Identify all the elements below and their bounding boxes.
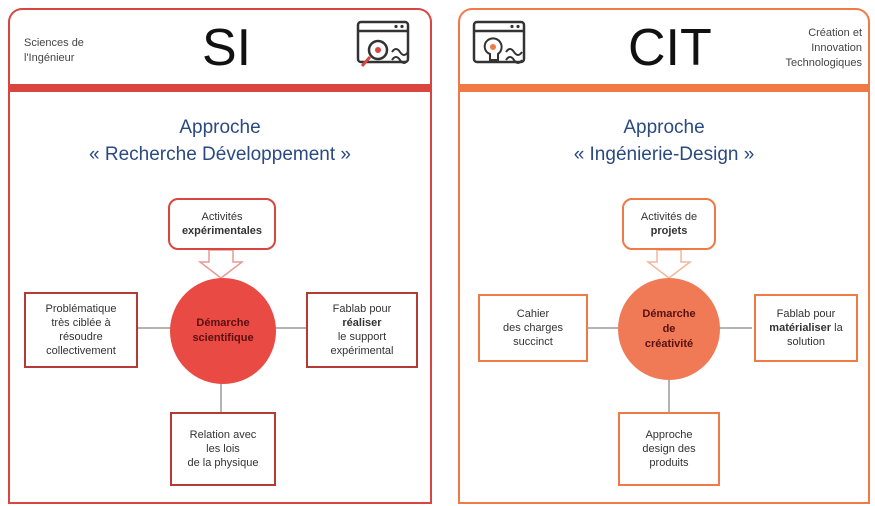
si-right-line: le support (337, 331, 387, 343)
cit-center-circle: Démarche de créativité (618, 278, 720, 380)
si-subtitle-line: Sciences de (24, 37, 84, 49)
si-left-line: résoudre (59, 331, 103, 343)
si-center-line: Démarche (196, 317, 250, 329)
si-bottom-box: Relation avec les lois de la physique (170, 412, 276, 486)
cit-subtitle: Création et Innovation Technologiques (786, 26, 862, 71)
cit-subtitle-line: Innovation (811, 42, 862, 54)
cit-left-line: succinct (513, 336, 553, 348)
si-top-line-bold: expérimentales (181, 225, 263, 237)
cit-header: CIT Création et Innovation Technologique… (458, 8, 870, 84)
cit-top-line: Activités de (640, 211, 698, 223)
si-top-box: Activités expérimentales (168, 198, 276, 250)
cit-approach-line: Approche (623, 117, 705, 138)
cit-right-line: la (834, 322, 843, 334)
cit-down-arrow-icon (645, 249, 693, 279)
laptop-lightbulb-icon (468, 16, 530, 78)
si-subtitle: Sciences de l'Ingénieur (24, 36, 84, 66)
cit-bottom-line: produits (649, 457, 689, 469)
cit-left-line: des charges (503, 322, 563, 334)
si-right-line: expérimental (330, 345, 394, 357)
cit-bottom-line: design des (642, 443, 696, 455)
cit-divider-bar (458, 84, 870, 92)
laptop-magnifier-icon (352, 16, 414, 78)
cit-subtitle-line: Technologiques (785, 57, 862, 69)
cit-top-box: Activités de projets (622, 198, 716, 250)
cit-panel: CIT Création et Innovation Technologique… (458, 8, 870, 504)
si-right-line-bold: réaliser (342, 317, 382, 329)
si-bottom-line: les lois (206, 443, 240, 455)
si-center-line: scientifique (192, 332, 254, 344)
si-subtitle-line: l'Ingénieur (24, 52, 75, 64)
cit-left-line: Cahier (516, 308, 550, 320)
cit-bottom-box: Approche design des produits (618, 412, 720, 486)
cit-right-line: solution (787, 336, 825, 348)
cit-title: CIT (628, 19, 712, 77)
si-bottom-line: de la physique (187, 457, 259, 469)
si-down-arrow-icon (197, 249, 245, 279)
si-left-box: Problématique très ciblée à résoudre col… (24, 292, 138, 368)
si-left-line: Problématique (45, 303, 117, 315)
si-right-box: Fablab pour réaliser le support expérime… (306, 292, 418, 368)
cit-top-line-bold: projets (650, 225, 688, 237)
si-divider-bar (8, 84, 432, 92)
si-approach-line: Approche (179, 117, 261, 138)
cit-center-line: Démarche (642, 307, 696, 320)
si-panel: Sciences de l'Ingénieur SI Approche « Re… (8, 8, 432, 504)
cit-body: Approche « Ingénierie-Design » Activités… (458, 92, 870, 504)
cit-bottom-line: Approche (645, 429, 693, 441)
cit-right-box: Fablab pour matérialiser la solution (754, 294, 858, 362)
si-left-line: collectivement (46, 345, 116, 357)
si-bottom-line: Relation avec (189, 429, 257, 441)
si-right-line: Fablab pour (332, 303, 392, 315)
cit-left-box: Cahier des charges succinct (478, 294, 588, 362)
cit-center-line: créativité (644, 337, 694, 350)
si-left-line: très ciblée à (51, 317, 111, 329)
cit-right-line: Fablab pour (776, 308, 836, 320)
si-approach-line: « Recherche Développement » (89, 144, 351, 165)
cit-approach-title: Approche « Ingénierie-Design » (460, 114, 868, 168)
si-body: Approche « Recherche Développement » Act… (8, 92, 432, 504)
cit-approach-line: « Ingénierie-Design » (573, 144, 755, 165)
si-center-circle: Démarche scientifique (170, 278, 276, 384)
si-approach-title: Approche « Recherche Développement » (10, 114, 430, 168)
cit-right-line-bold: matérialiser (769, 322, 832, 334)
cit-center-line: de (662, 322, 676, 335)
si-title: SI (202, 19, 252, 77)
si-top-line: Activités (201, 211, 243, 223)
si-header: Sciences de l'Ingénieur SI (8, 8, 432, 84)
cit-subtitle-line: Création et (808, 27, 862, 39)
